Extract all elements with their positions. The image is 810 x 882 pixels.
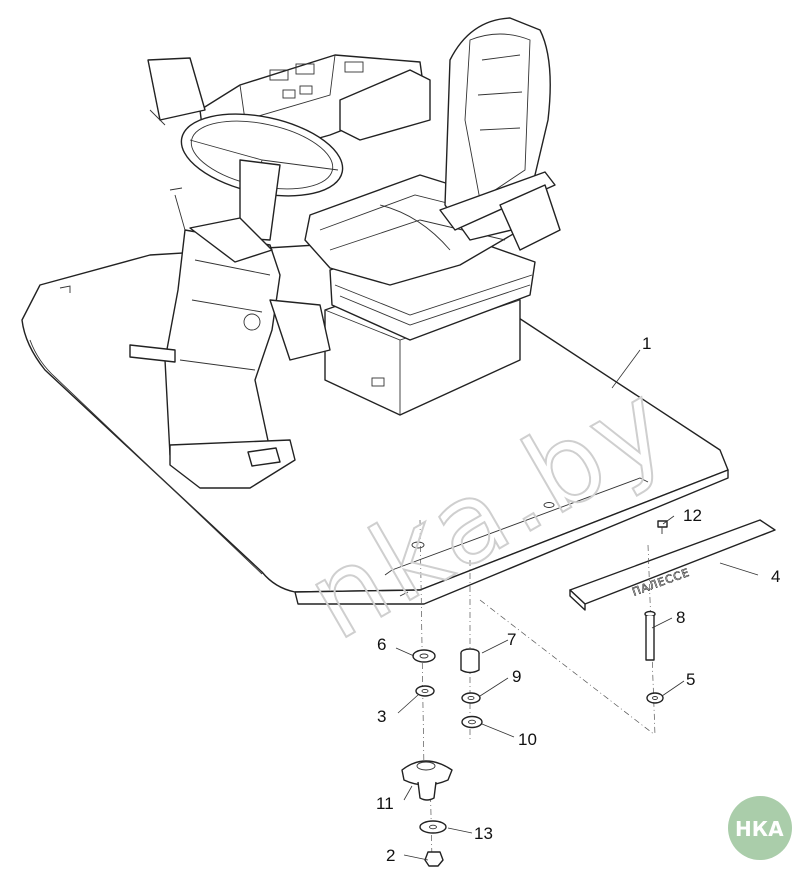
- callout-5: 5: [686, 670, 695, 689]
- callout-2: 2: [386, 846, 395, 865]
- callout-7: 7: [507, 630, 516, 649]
- callout-6: 6: [377, 635, 386, 654]
- callout-4: 4: [771, 567, 780, 586]
- callout-10: 10: [518, 730, 537, 749]
- agronka-logo: АГРО НКА: [665, 796, 792, 860]
- logo-circle: [728, 796, 792, 860]
- callout-1: 1: [642, 334, 651, 353]
- callout-labels: 1 2 3 4 5 6 7 8 9 10 11 12 13: [376, 334, 780, 865]
- leader-lines: [395, 349, 759, 861]
- callout-8: 8: [676, 608, 685, 627]
- operator-seat: [304, 17, 561, 416]
- callout-12: 12: [683, 506, 702, 525]
- callout-3: 3: [377, 707, 386, 726]
- callout-9: 9: [512, 667, 521, 686]
- sill-plate: ПАЛЕССЕ: [569, 519, 776, 611]
- logo-text-right: НКА: [735, 817, 784, 841]
- callout-13: 13: [474, 824, 493, 843]
- control-pedestal: [129, 187, 331, 489]
- callout-11: 11: [376, 794, 394, 813]
- steering-wheel: [180, 113, 344, 241]
- fasteners: [401, 520, 668, 867]
- logo-text-left: АГРО: [665, 817, 725, 841]
